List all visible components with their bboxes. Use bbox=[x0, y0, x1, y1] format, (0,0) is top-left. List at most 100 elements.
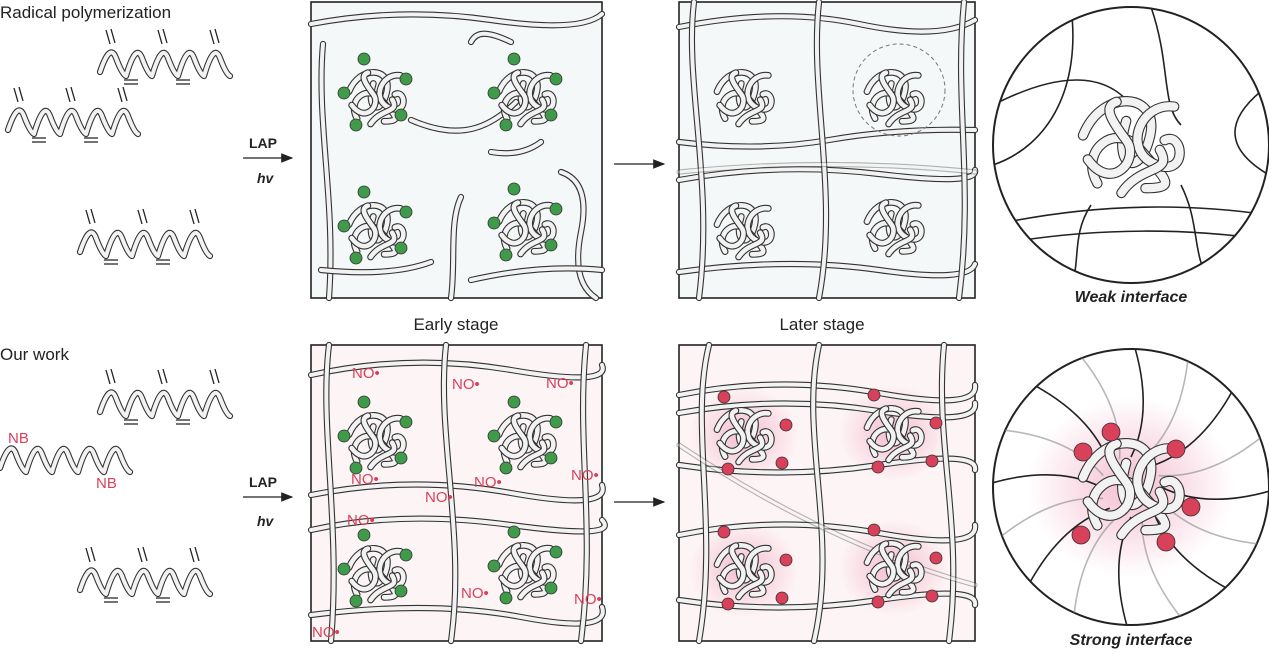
polymer-strand bbox=[440, 341, 459, 645]
green-particle bbox=[499, 591, 513, 605]
polymer-strand bbox=[938, 341, 957, 645]
panel-early-top bbox=[307, 1, 606, 302]
particle-loop bbox=[517, 569, 548, 601]
green-particle bbox=[394, 241, 408, 255]
network-strand bbox=[1160, 486, 1269, 501]
zoom-marker bbox=[852, 43, 946, 137]
green-particle bbox=[349, 251, 363, 265]
panel-later-top bbox=[675, 0, 979, 302]
entangled-particle-4 bbox=[495, 198, 557, 258]
no-radical-7: NO• bbox=[347, 512, 375, 529]
zoomed-particle bbox=[1077, 96, 1185, 199]
particle-loop bbox=[735, 434, 766, 466]
green-particle bbox=[349, 594, 363, 608]
light-label-top: hv bbox=[257, 170, 275, 186]
green-particle bbox=[394, 451, 408, 465]
no-radical-9: NO• bbox=[461, 585, 489, 602]
red-crosslink bbox=[779, 553, 793, 567]
vinyl-group bbox=[84, 137, 98, 143]
vinyl-group bbox=[105, 28, 116, 45]
reagent-label-bottom: LAP bbox=[249, 474, 277, 490]
green-particle bbox=[399, 205, 413, 219]
green-particle bbox=[337, 219, 351, 233]
red-crosslink bbox=[1073, 442, 1093, 462]
red-crosslink bbox=[1166, 439, 1186, 459]
red-crosslink bbox=[775, 456, 789, 470]
monomer-backbone bbox=[0, 445, 134, 476]
vinyl-group bbox=[176, 79, 190, 85]
particle-loop bbox=[498, 69, 529, 117]
green-particle bbox=[349, 118, 363, 132]
particle-loop bbox=[716, 202, 747, 250]
entangled-particle-3 bbox=[345, 544, 407, 604]
vinyl-group bbox=[124, 419, 138, 425]
network-strand bbox=[993, 428, 1104, 477]
red-crosslink bbox=[717, 525, 731, 539]
entangled-particle-2 bbox=[495, 68, 557, 128]
entangled-particle-1 bbox=[713, 406, 775, 466]
red-crosslink bbox=[929, 416, 943, 430]
polymer-strand bbox=[675, 13, 979, 35]
red-crosslink bbox=[775, 591, 789, 605]
green-particle bbox=[399, 415, 413, 429]
green-particle bbox=[507, 52, 521, 66]
entangled-particle-2 bbox=[863, 404, 925, 464]
vinyl-group bbox=[85, 208, 96, 225]
polymer-strand bbox=[577, 341, 590, 645]
green-particle bbox=[487, 429, 501, 443]
particle-loop bbox=[1116, 486, 1169, 541]
monomer-chain-b bbox=[4, 86, 142, 143]
red-crosslink bbox=[779, 418, 793, 432]
faint-strand bbox=[676, 442, 978, 588]
particle-loop bbox=[885, 96, 916, 128]
vinyl-group bbox=[85, 546, 96, 563]
zoom-circle-strong bbox=[992, 348, 1269, 626]
vinyl-group bbox=[13, 86, 24, 103]
particle-loop bbox=[367, 96, 398, 128]
vinyl-group bbox=[137, 208, 148, 225]
polymer-strand bbox=[318, 40, 334, 302]
red-crosslink bbox=[871, 595, 885, 609]
nb-label-1: NB bbox=[8, 430, 29, 447]
green-particle bbox=[357, 185, 371, 199]
polymer-strand bbox=[307, 359, 606, 381]
panel-early-bottom bbox=[307, 341, 608, 645]
green-particle bbox=[544, 581, 558, 595]
particle-loop bbox=[367, 229, 398, 261]
vinyl-group bbox=[176, 419, 190, 425]
vinyl-group bbox=[209, 368, 220, 385]
polymer-strand bbox=[307, 603, 606, 627]
vinyl-group bbox=[156, 597, 170, 603]
particle-loop bbox=[517, 226, 548, 258]
polymer-strand bbox=[675, 381, 979, 404]
polymer-strand bbox=[467, 30, 515, 46]
red-crosslink bbox=[1101, 422, 1121, 442]
no-radical-5: NO• bbox=[474, 474, 502, 491]
polymer-strand bbox=[688, 0, 707, 302]
no-radical-10: NO• bbox=[574, 591, 602, 608]
entangled-particle-1 bbox=[345, 68, 407, 128]
green-particle bbox=[549, 415, 563, 429]
entangled-particle-2 bbox=[495, 411, 557, 471]
network-strand bbox=[993, 79, 1132, 106]
entangled-particle-2 bbox=[863, 68, 925, 128]
network-strand bbox=[1072, 514, 1121, 625]
entangled-particle-4 bbox=[863, 198, 925, 258]
particle-loop bbox=[1082, 438, 1136, 521]
polymer-strand bbox=[307, 515, 608, 535]
particle-loop bbox=[885, 432, 916, 464]
red-crosslink bbox=[867, 388, 881, 402]
polymer-strand bbox=[695, 341, 713, 645]
entangled-particle-3 bbox=[345, 201, 407, 261]
green-particle bbox=[357, 395, 371, 409]
green-particle bbox=[357, 52, 371, 66]
green-particle bbox=[349, 461, 363, 475]
network-strand bbox=[1150, 7, 1182, 126]
monomer-backbone bbox=[96, 389, 234, 420]
red-crosslink bbox=[717, 390, 731, 404]
red-crosslink bbox=[929, 551, 943, 565]
green-particle bbox=[544, 108, 558, 122]
particle-loop bbox=[735, 96, 766, 128]
monomer-chain-c bbox=[76, 208, 214, 265]
particle-loop bbox=[1116, 144, 1169, 199]
